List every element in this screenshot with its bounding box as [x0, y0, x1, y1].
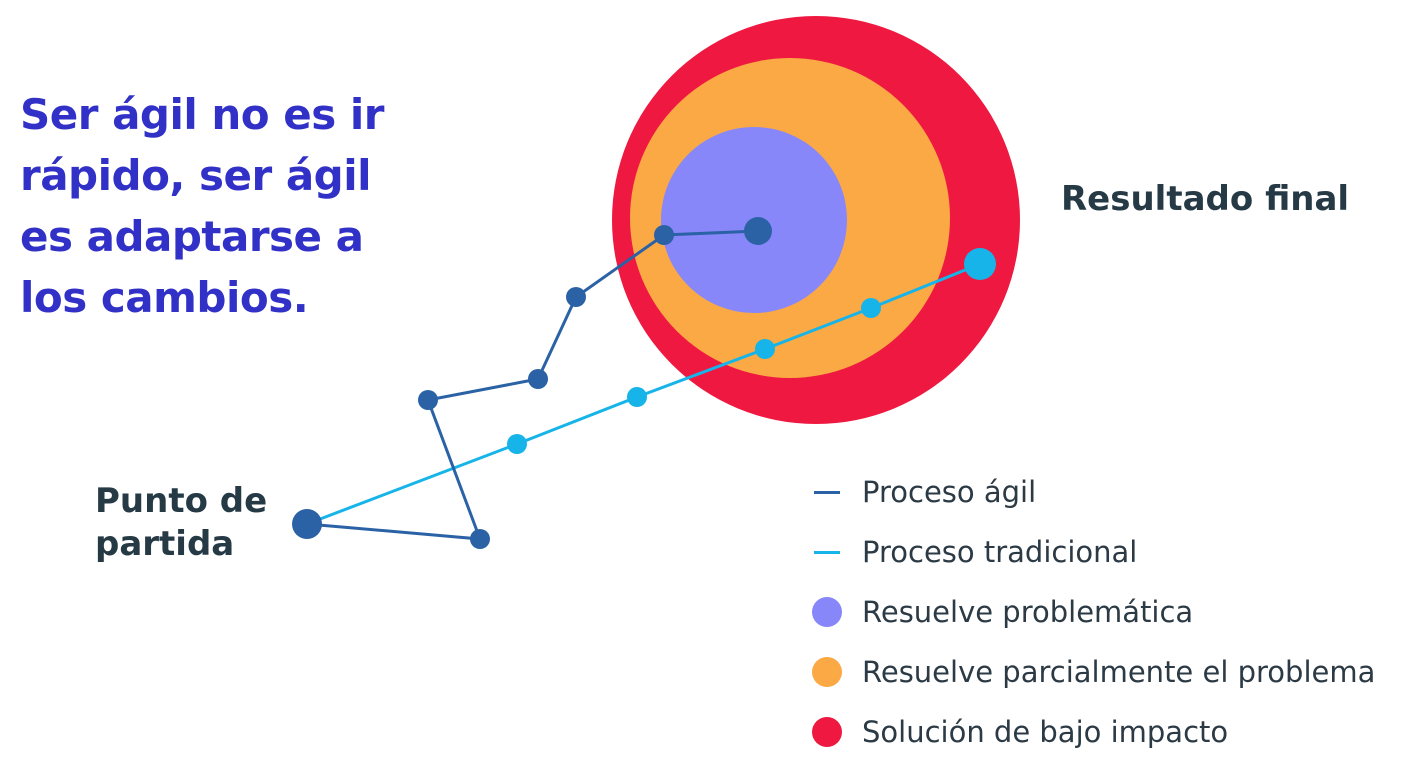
legend-item-low-impact: Solución de bajo impacto	[808, 702, 1375, 762]
orange-dot-icon	[812, 657, 842, 687]
end-result-label: Resultado final	[1061, 179, 1350, 219]
agile-point	[528, 369, 548, 389]
traditional-point	[861, 298, 881, 318]
legend-label: Resuelve parcialmente el problema	[862, 655, 1376, 689]
agile-point	[470, 529, 490, 549]
purple-dot-icon	[812, 597, 842, 627]
traditional-line-icon	[814, 550, 840, 554]
legend-label: Resuelve problemática	[862, 595, 1194, 629]
start-point	[292, 509, 322, 539]
agile-line-icon	[814, 490, 840, 494]
start-point-label: Punto de partida	[95, 481, 268, 564]
agile-point	[566, 287, 586, 307]
legend-item-partial: Resuelve parcialmente el problema	[808, 642, 1375, 702]
legend-label: Proceso tradicional	[862, 535, 1138, 569]
legend-label: Proceso ágil	[862, 475, 1037, 509]
legend-item-traditional: Proceso tradicional	[808, 522, 1375, 582]
agile-point	[418, 390, 438, 410]
traditional-point	[507, 434, 527, 454]
traditional-end-point	[964, 248, 996, 280]
legend-item-solves: Resuelve problemática	[808, 582, 1375, 642]
traditional-process-line	[306, 262, 981, 526]
traditional-point	[627, 387, 647, 407]
legend-label: Solución de bajo impacto	[862, 715, 1229, 749]
red-dot-icon	[812, 717, 842, 747]
agile-end-point	[744, 217, 772, 245]
quote-text: Ser ágil no es ir rápido, ser ágil es ad…	[20, 90, 384, 322]
agile-point	[654, 225, 674, 245]
traditional-point	[755, 339, 775, 359]
legend-item-agile: Proceso ágil	[808, 462, 1375, 522]
legend: Proceso ágil Proceso tradicional Resuelv…	[808, 462, 1375, 762]
